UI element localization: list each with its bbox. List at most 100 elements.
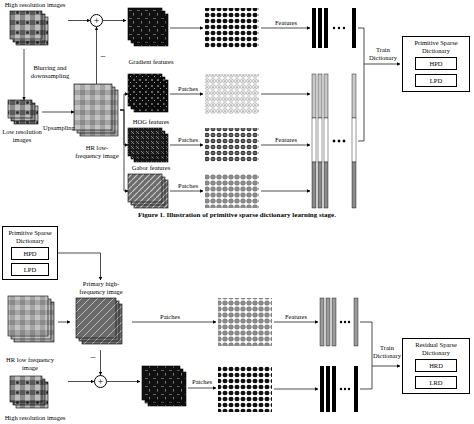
feature-bar xyxy=(318,74,322,118)
ellipsis-dot xyxy=(338,140,340,142)
feature-bar xyxy=(354,298,358,346)
ellipsis-dot xyxy=(348,321,350,323)
connector-arrow xyxy=(100,350,101,375)
image-stack: HR low frequency image xyxy=(2,296,58,372)
flow-arrow xyxy=(261,94,310,95)
node-text: HPD xyxy=(416,60,456,68)
ellipsis-dot xyxy=(333,140,335,142)
connector-arrow xyxy=(58,253,101,280)
patch-grid xyxy=(205,74,259,114)
node-text: LPD xyxy=(416,77,456,85)
flow-line xyxy=(358,64,364,141)
node-text: Primitive Sparse Dictionary xyxy=(403,39,469,55)
flow-arrow xyxy=(261,28,310,29)
ellipsis-dot xyxy=(344,321,346,323)
feature-bar xyxy=(332,366,336,412)
flow-arrow xyxy=(261,145,310,146)
node-text: Primitive Sparse Dictionary xyxy=(3,229,57,245)
feature-stack: HOG features xyxy=(128,118,174,164)
node-text: LPD xyxy=(12,266,48,274)
dictionary-box: Residual Sparse DictionaryHRD LRD xyxy=(402,338,470,394)
dictionary-part: LPD xyxy=(11,263,49,276)
stage-label: Patches xyxy=(150,313,190,321)
feature-bar xyxy=(352,118,356,162)
edge-label: Upsampling xyxy=(43,124,74,132)
connector-arrow xyxy=(120,110,128,191)
sum-circle: + xyxy=(90,14,103,27)
node-text: Primary high-frequency image xyxy=(70,280,132,296)
residual-stack xyxy=(128,8,168,46)
feature-bar xyxy=(324,118,328,162)
flow-arrow xyxy=(132,322,216,323)
node-text: + xyxy=(91,16,102,26)
node-text: Residual Sparse Dictionary xyxy=(403,341,469,357)
flow-arrow xyxy=(261,191,310,192)
image-stack: High resolution images xyxy=(2,376,68,422)
stage-label: Patches xyxy=(172,182,204,190)
image-stack: HR low-frequency image xyxy=(74,84,120,160)
stage-label: Patches xyxy=(186,378,218,386)
ellipsis-dot xyxy=(338,27,340,29)
flow-arrow xyxy=(274,389,318,390)
edge-label: Blurring and downsampling xyxy=(28,64,72,80)
stage-label: Features xyxy=(268,19,304,27)
flow-arrow xyxy=(274,322,318,323)
flow-arrow xyxy=(170,94,203,95)
image xyxy=(10,376,42,402)
image xyxy=(142,366,180,400)
dictionary-part: LRD xyxy=(415,376,457,389)
image xyxy=(128,128,162,156)
dictionary-part: LPD xyxy=(415,74,457,87)
node-text: HR low frequency image xyxy=(2,356,58,372)
feature-bar xyxy=(332,298,336,346)
flow-arrow xyxy=(358,28,400,64)
feature-bars xyxy=(320,298,358,346)
node-text: HOG features xyxy=(128,118,174,126)
edge-label: − xyxy=(89,353,97,363)
feature-bar xyxy=(312,118,316,162)
node-text: LRD xyxy=(416,379,456,387)
image xyxy=(128,74,162,106)
feature-bar xyxy=(324,8,328,48)
connector-arrow xyxy=(58,322,70,323)
connector-arrow xyxy=(120,94,128,110)
image xyxy=(74,84,112,130)
feature-bars xyxy=(320,366,358,412)
image xyxy=(8,296,48,336)
feature-bar xyxy=(326,298,330,346)
feature-stack: Gradient features xyxy=(128,58,174,116)
feature-bar xyxy=(318,8,322,48)
node-text: Gradient features xyxy=(128,58,174,66)
feature-stack xyxy=(128,128,168,162)
flow-arrow xyxy=(107,381,140,382)
ellipsis-dot xyxy=(344,388,346,390)
connector-arrow xyxy=(68,381,94,382)
stage-label: Train Dictionary xyxy=(367,46,399,62)
image-stack xyxy=(76,298,122,344)
ellipsis-dot xyxy=(340,321,342,323)
feature-bar xyxy=(312,162,316,208)
patch-grid xyxy=(205,174,259,208)
feature-bar xyxy=(354,366,358,412)
stage-label: Features xyxy=(268,136,304,144)
feature-bar xyxy=(318,162,322,208)
patch-grid xyxy=(218,298,272,346)
feature-stack xyxy=(128,74,168,112)
edge-label: − xyxy=(99,52,107,62)
image-stack xyxy=(8,296,54,342)
patch-grid xyxy=(205,8,259,48)
connector-arrow xyxy=(68,20,90,21)
image xyxy=(128,8,162,40)
dictionary-part: HRD xyxy=(415,359,457,372)
ellipsis-dot xyxy=(333,27,335,29)
dictionary-part: HPD xyxy=(11,247,49,260)
connector-arrow xyxy=(24,49,25,100)
sum-circle: + xyxy=(94,375,107,388)
figure-caption: Figure 1. Illustration of primitive spar… xyxy=(0,211,474,219)
node-text: HRD xyxy=(416,362,456,370)
node-text: HR low-frequency image xyxy=(74,144,120,160)
image-stack xyxy=(10,376,48,408)
node-text: Gabor features xyxy=(128,164,174,172)
flow-arrow xyxy=(170,191,203,192)
dictionary-box: Primitive Sparse DictionaryHPD LPD xyxy=(2,226,58,280)
